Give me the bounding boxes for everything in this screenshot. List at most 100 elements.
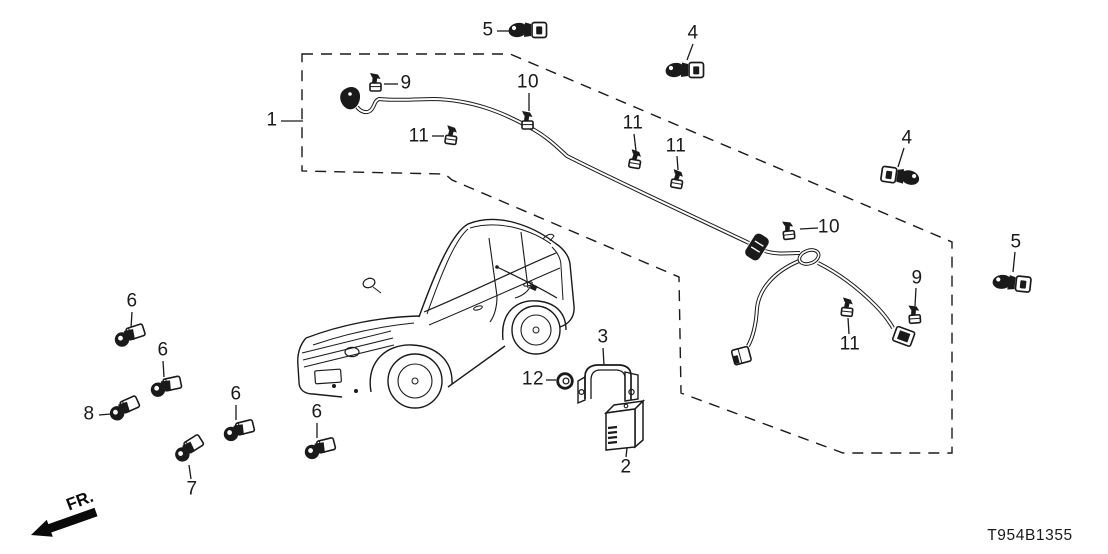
- part-6-parking-sensor: [222, 416, 257, 444]
- leader-line: [686, 43, 694, 61]
- leader-line: [799, 227, 819, 230]
- callout-6[interactable]: 6: [157, 339, 169, 361]
- car-beltline: [423, 252, 557, 313]
- callout-6[interactable]: 6: [311, 401, 323, 423]
- leader-line: [602, 347, 605, 366]
- part-10-clip: [521, 110, 534, 130]
- car-grille-line: [301, 330, 392, 354]
- callout-8[interactable]: 8: [83, 403, 95, 425]
- car-rear-harness-dot: [495, 265, 499, 269]
- harness-connector-rear-right: [891, 325, 916, 347]
- car-rear-door-line: [520, 231, 529, 289]
- car-license-plate: [314, 368, 342, 385]
- part-7-parking-sensor: [170, 432, 208, 464]
- part-8-parking-sensor: [107, 394, 143, 423]
- harness-end-connector-pin: [348, 92, 352, 96]
- car-roof-antenna-fin: [542, 233, 555, 242]
- car-rear-wheel-rim: [520, 314, 552, 346]
- car-rear-interior-harness: [496, 266, 558, 299]
- leader-line: [625, 447, 628, 458]
- harness-branch-right: [817, 261, 895, 329]
- car-front-fascia: [297, 337, 343, 398]
- part-6-parking-sensor: [303, 434, 338, 462]
- callout-11[interactable]: 11: [622, 112, 644, 134]
- wire-harness: [340, 87, 916, 366]
- leader-line: [897, 147, 905, 168]
- car-b-pillar: [488, 237, 498, 323]
- harness-wire-after-boot-inner: [764, 250, 801, 255]
- harness-end-connector: [340, 87, 361, 110]
- car-rear-wheel-hub: [532, 326, 540, 334]
- leader-line: [676, 155, 679, 171]
- callout-4[interactable]: 4: [901, 127, 913, 149]
- car-hood-crease: [312, 322, 415, 346]
- callout-11[interactable]: 11: [408, 125, 430, 147]
- callout-12[interactable]: 12: [521, 368, 545, 390]
- callout-10[interactable]: 10: [817, 216, 841, 238]
- harness-branch-right-inner: [817, 262, 894, 329]
- leader-lines: [98, 30, 1016, 480]
- callout-9[interactable]: 9: [400, 72, 412, 94]
- callout-7[interactable]: 7: [186, 478, 198, 500]
- callout-1[interactable]: 1: [266, 109, 278, 131]
- leader-line: [130, 311, 133, 329]
- callout-2[interactable]: 2: [620, 456, 632, 478]
- harness-loop-inner: [798, 249, 820, 265]
- car-tailgate-line: [551, 246, 564, 301]
- car-rear-harness-connector: [530, 283, 538, 291]
- leader-line: [98, 413, 112, 416]
- callout-10[interactable]: 10: [516, 71, 540, 93]
- leader-line: [633, 133, 637, 152]
- callout-6[interactable]: 6: [230, 383, 242, 405]
- callout-11[interactable]: 11: [665, 135, 687, 157]
- callout-5[interactable]: 5: [482, 19, 494, 41]
- harness-main-wire-inner: [356, 97, 750, 244]
- part-5-sensor-retainer: [506, 20, 548, 40]
- car-rear-interior-harness-branch: [514, 284, 532, 299]
- vehicle-illustration: [297, 218, 575, 409]
- part-11-clip: [840, 296, 855, 318]
- part-4-sensor-retainer: [879, 163, 923, 189]
- car-front-sensor-dot: [354, 389, 358, 393]
- car-front-wheel: [387, 353, 443, 409]
- callout-5[interactable]: 5: [1010, 231, 1022, 253]
- car-brand-logo: [344, 346, 360, 358]
- car-hood: [305, 315, 420, 339]
- part-9-clip: [907, 303, 922, 325]
- part-10-clip: [781, 219, 796, 241]
- car-rear-wheel-arch: [502, 300, 567, 341]
- part-12-grommet: [556, 372, 574, 390]
- car-mirror-stem: [372, 286, 382, 294]
- car-rear-pillar: [554, 242, 575, 328]
- car-side-mirror: [362, 277, 376, 289]
- callout-9[interactable]: 9: [911, 267, 923, 289]
- car-windshield-inner: [426, 228, 469, 315]
- car-roof-rail: [469, 224, 552, 245]
- leader-line: [1012, 251, 1016, 273]
- callout-3[interactable]: 3: [597, 326, 609, 348]
- part-11-clip: [627, 148, 644, 170]
- car-front-wheel-rim: [397, 363, 433, 399]
- harness-boot: [745, 233, 769, 261]
- part-9-clip: [369, 72, 382, 92]
- leader-line: [914, 287, 917, 307]
- fr-direction-arrow: [31, 507, 98, 537]
- part-11-clip: [444, 124, 460, 146]
- callout-6[interactable]: 6: [126, 290, 138, 312]
- car-grille-line: [302, 337, 394, 361]
- car-rocker-line: [447, 345, 506, 388]
- part-2-control-unit: [603, 399, 646, 451]
- callout-4[interactable]: 4: [687, 22, 699, 44]
- callout-11[interactable]: 11: [839, 333, 861, 355]
- part-6-parking-sensor: [114, 322, 147, 348]
- diagram-code: T954B1355: [987, 527, 1073, 544]
- part-5-sensor-retainer: [989, 271, 1033, 295]
- harness-branch-left: [746, 259, 800, 347]
- part-4-sensor-retainer: [663, 60, 705, 80]
- leader-line: [162, 360, 165, 378]
- car-door-handle: [473, 305, 483, 311]
- part-3-bracket: [577, 364, 639, 405]
- part-11-clip: [669, 168, 686, 190]
